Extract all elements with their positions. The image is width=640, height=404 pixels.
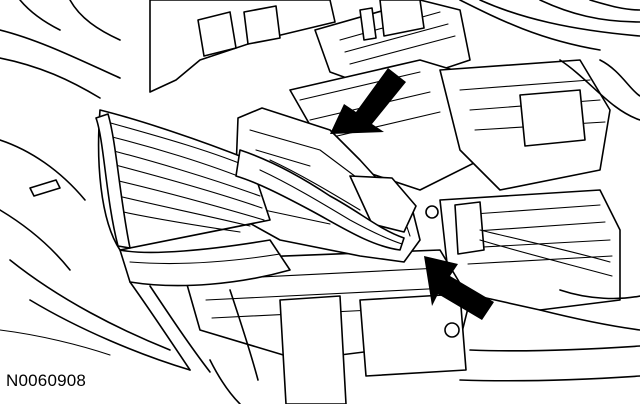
lower-left-wires xyxy=(129,281,259,381)
figure-id-label: N0060908 xyxy=(6,371,87,390)
wiring-harness xyxy=(95,109,405,287)
left-panel-lines xyxy=(0,0,191,371)
upper-right-harness xyxy=(459,0,640,121)
arrow-upper xyxy=(330,68,406,134)
lower-right-connector xyxy=(439,189,640,331)
arrow-lower xyxy=(424,256,494,320)
